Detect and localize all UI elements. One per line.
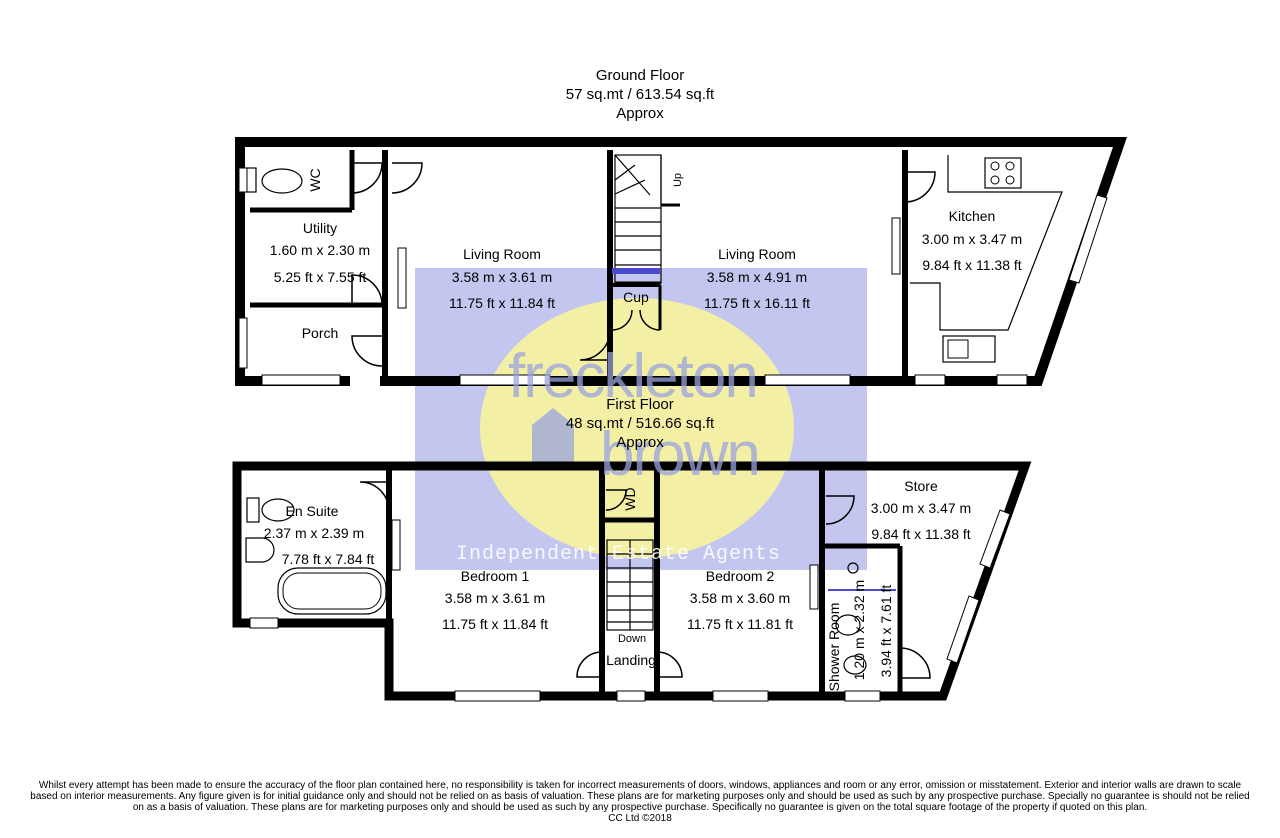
ground-floor-approx: Approx	[616, 105, 664, 122]
bedroom-2-label: Bedroom 2	[705, 568, 775, 584]
radiator	[809, 564, 819, 610]
ground-floor-outer-wall	[235, 137, 1128, 386]
bedroom-1-label: Bedroom 1	[460, 568, 530, 584]
ground-floor-area: 57 sq.mt / 613.54 sq.ft	[565, 86, 715, 103]
ground-floor-plan	[235, 137, 1128, 387]
store-imperial: 9.84 ft x 11.38 ft	[871, 526, 971, 542]
utility-label: Utility	[302, 220, 338, 236]
watermark-tagline: Independent Estate Agents	[456, 543, 782, 566]
first-floor-heading: First Floor 48 sq.mt / 516.66 sq.ft Appr…	[0, 395, 1280, 452]
kitchen-worktop	[910, 155, 1063, 331]
living-room-1-imperial: 11.75 ft x 11.84 ft	[448, 295, 556, 311]
living-room-2-label: Living Room	[718, 246, 796, 262]
store-label: Store	[904, 478, 938, 494]
living-room-1-label: Living Room	[463, 246, 541, 262]
sink	[942, 335, 996, 363]
copyright: CC Ltd ©2018	[608, 813, 672, 824]
shower-head	[847, 562, 859, 574]
watermark-word-top: freckleton	[508, 342, 759, 411]
bedroom-2-metric: 3.58 m x 3.60 m	[689, 590, 791, 606]
shower-door	[899, 647, 931, 679]
wc-door	[351, 162, 383, 194]
living-room-2-metric: 3.58 m x 4.91 m	[706, 269, 808, 285]
kitchen-metric: 3.00 m x 3.47 m	[921, 231, 1023, 247]
stairs-down-label: Down	[617, 633, 647, 645]
radiator	[391, 519, 401, 571]
toilet-bowl	[261, 498, 295, 522]
kitchen-label: Kitchen	[948, 208, 996, 224]
first-floor-area: 48 sq.mt / 516.66 sq.ft	[565, 415, 715, 432]
disclaimer-line-3: on as a basis of valuation. These plans …	[132, 802, 1148, 813]
wd-label: WD	[622, 487, 638, 511]
toilet-bowl	[843, 655, 867, 675]
kitchen-imperial: 9.84 ft x 11.38 ft	[922, 257, 1022, 273]
first-floor-outer-wall	[232, 461, 1032, 701]
wardrobe	[602, 489, 657, 523]
stairs-up-label: Up	[672, 172, 684, 188]
first-stairs	[606, 539, 654, 631]
radiator	[397, 247, 407, 309]
first-windows	[249, 509, 1011, 702]
en-suite-imperial: 7.78 ft x 7.84 ft	[281, 551, 375, 567]
disclaimer-line-2: based on interior measurements. Any figu…	[30, 791, 1250, 802]
utility-metric: 1.60 m x 2.30 m	[269, 242, 371, 258]
ground-floor-title: Ground Floor	[595, 67, 685, 84]
bedroom-2-imperial: 11.75 ft x 11.81 ft	[686, 616, 794, 632]
shower-room-imperial: 3.94 ft x 7.61 ft	[878, 584, 894, 678]
kitchen-door	[904, 171, 936, 203]
disclaimer: Whilst every attempt has been made to en…	[10, 780, 1270, 824]
cupboard	[611, 283, 662, 331]
under-stairs-door	[579, 329, 611, 361]
bath	[277, 567, 387, 615]
en-suite-metric: 2.37 m x 2.39 m	[263, 525, 365, 541]
utility-door	[351, 274, 383, 306]
store-metric: 3.00 m x 3.47 m	[870, 500, 972, 516]
bedroom-1-metric: 3.58 m x 3.61 m	[444, 590, 546, 606]
ground-windows	[238, 167, 1108, 386]
first-floor-title: First Floor	[606, 396, 674, 413]
first-floor-plan	[232, 461, 1032, 702]
hob	[984, 157, 1022, 189]
disclaimer-line-1: Whilst every attempt has been made to en…	[38, 780, 1242, 791]
store-door	[825, 495, 855, 525]
shower-room-metric: 1.20 m x 2.32 m	[851, 579, 867, 681]
basin	[835, 614, 861, 636]
toilet-bowl	[261, 168, 303, 194]
first-floor-approx: Approx	[616, 434, 664, 451]
utility-imperial: 5.25 ft x 7.55 ft	[273, 269, 367, 285]
radiator	[891, 217, 901, 275]
en-suite-label: En Suite	[285, 503, 339, 519]
watermark-word-bottom: brown	[600, 420, 761, 489]
ground-floor-heading: Ground Floor 57 sq.mt / 613.54 sq.ft App…	[0, 66, 1280, 123]
living-room-door	[391, 162, 423, 194]
bedroom-1-imperial: 11.75 ft x 11.84 ft	[441, 616, 549, 632]
shower-room-label: Shower Room	[826, 602, 842, 692]
basin	[245, 537, 275, 563]
landing-door-left	[576, 651, 603, 678]
porch-label: Porch	[301, 325, 339, 341]
watermark-circle	[480, 298, 794, 558]
house-icon	[532, 408, 574, 470]
landing-label: Landing	[606, 652, 656, 668]
toilet-cistern	[246, 497, 260, 523]
cup-label: Cup	[623, 289, 649, 305]
living-room-1-metric: 3.58 m x 3.61 m	[451, 269, 553, 285]
landing-door-right	[656, 651, 683, 678]
wc-label: WC	[307, 168, 323, 192]
ensuite-door	[359, 481, 390, 512]
living-room-2-imperial: 11.75 ft x 16.11 ft	[703, 295, 811, 311]
porch-door	[351, 335, 383, 367]
